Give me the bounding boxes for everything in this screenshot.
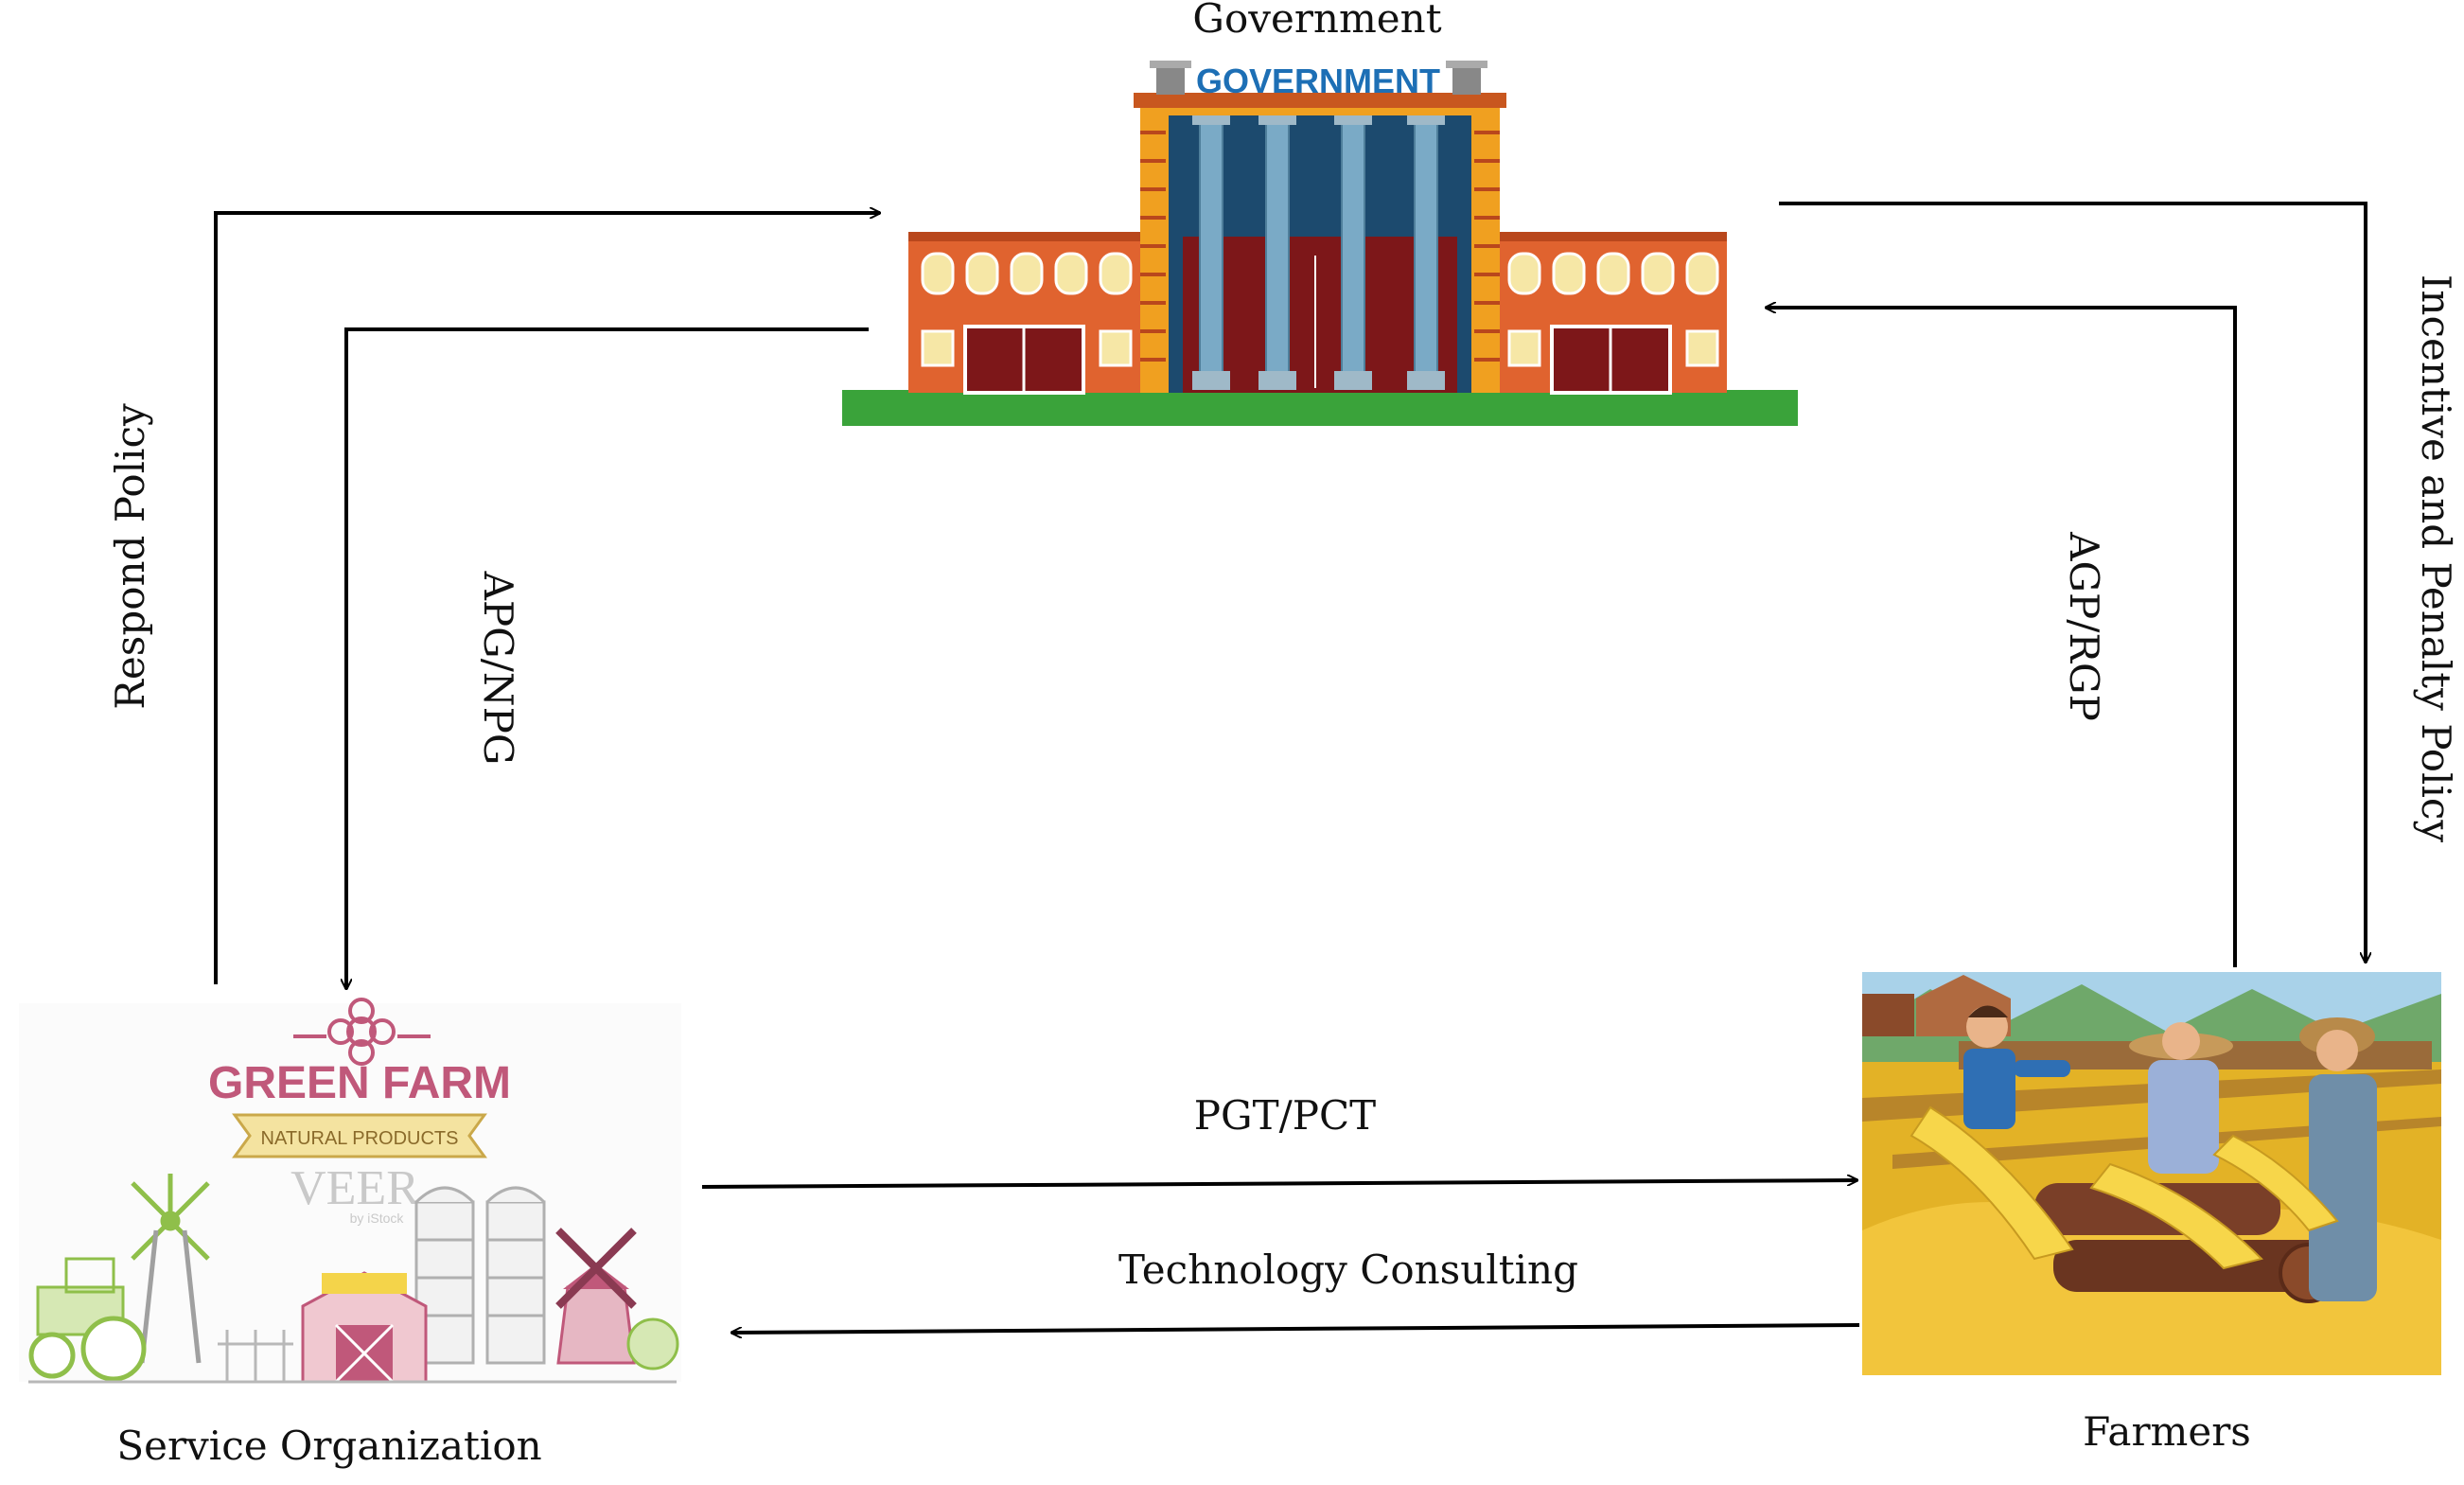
farmer-figure-icon-2 (2129, 1022, 2233, 1174)
farmers-label: Farmers (2083, 1408, 2251, 1455)
technology-consulting-label: Technology Consulting (1118, 1246, 1578, 1293)
arrow-agp-rgp (1766, 308, 2237, 967)
tractor-icon (28, 1257, 147, 1382)
windmill-pink-icon (555, 1228, 637, 1365)
farmer-figure-icon (1963, 1005, 2070, 1129)
windmill-icon (131, 1174, 210, 1364)
arrow-respond-policy (214, 213, 880, 984)
service-organization-label: Service Organization (116, 1423, 541, 1469)
arrow-incentive-penalty (1779, 202, 2366, 963)
government-building-icon: GOVERNMENT (842, 61, 1798, 426)
watermark-text: VEER (290, 1161, 419, 1215)
farmers-illustration (1862, 972, 2441, 1375)
apg-npg-label: APG/NPG (475, 571, 521, 766)
incentive-penalty-label: Incentive and Penalty Policy (2413, 274, 2459, 843)
flower-icon (293, 998, 431, 1066)
silo-icon (414, 1186, 546, 1365)
logo-ribbon-text: NATURAL PRODUCTS (261, 1128, 459, 1149)
green-farm-title: GREEN FARM (208, 1058, 511, 1108)
barn-icon (301, 1271, 428, 1384)
arrow-tech-consulting (731, 1323, 1860, 1333)
farmer-figure-icon-3 (2299, 1017, 2377, 1301)
watermark-subtext: by iStock (350, 1211, 405, 1226)
government-label: Government (1192, 0, 1441, 42)
government-sign-text: GOVERNMENT (1196, 62, 1440, 100)
tree-icon (626, 1317, 679, 1370)
agp-rgp-label: AGP/RGP (2061, 531, 2107, 721)
logo-ribbon (232, 1113, 487, 1158)
arrow-apg-npg (346, 327, 869, 989)
arrow-pgt-pct (701, 1180, 1857, 1189)
green-farm-illustration: GREEN FARM NATURAL PRODUCTS VEER by iSto… (19, 998, 681, 1384)
respond-policy-label: Respond Policy (107, 403, 153, 710)
arrows (214, 202, 2366, 1333)
pgt-pct-label: PGT/PCT (1194, 1092, 1376, 1139)
grass-strip (842, 390, 1798, 426)
